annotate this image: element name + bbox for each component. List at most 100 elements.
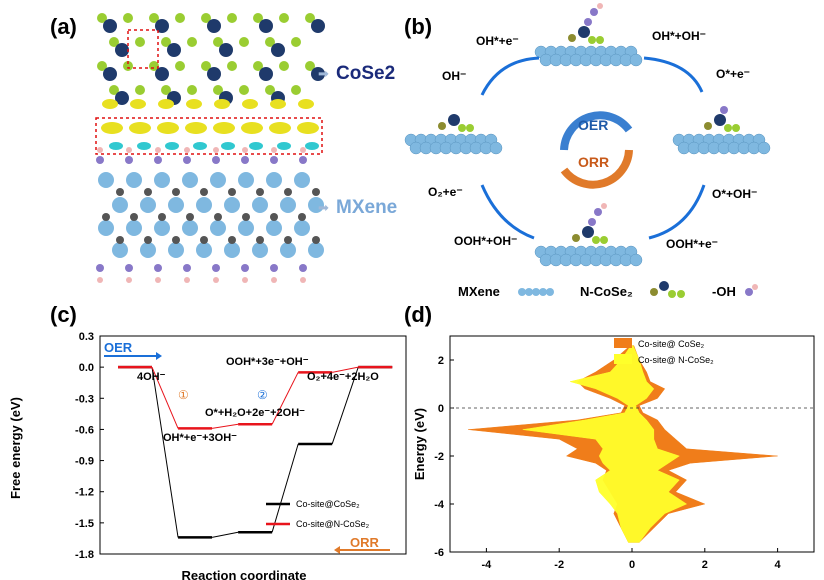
isosurface-yellow: [213, 122, 235, 134]
se-atom: [175, 13, 185, 23]
c-state1: OH*+e⁻+3OH⁻: [163, 432, 237, 444]
c-connector-0-0: [151, 367, 179, 538]
co-atom: [582, 226, 594, 238]
se-atom: [724, 124, 732, 132]
ti-atom: [280, 242, 296, 258]
n-atom: [212, 264, 220, 272]
se-atom: [227, 13, 237, 23]
c-ytick-label: -1.2: [75, 487, 94, 499]
se-atom: [704, 122, 712, 130]
slab-atom: [629, 253, 643, 267]
d-xtick-label: 4: [775, 559, 782, 571]
se-atom: [596, 36, 604, 44]
isosurface-yellow: [186, 99, 202, 109]
isosurface-cyan: [305, 142, 319, 150]
h-atom: [213, 277, 219, 283]
c-connector-0-2: [271, 443, 299, 533]
arc-bottom-left: [480, 184, 535, 240]
se-atom: [161, 37, 171, 47]
se-atom: [291, 85, 301, 95]
n-atom: [154, 156, 162, 164]
c-state2: O*+H₂O+2e⁻+2OH⁻: [205, 407, 305, 419]
isosurface-yellow: [102, 99, 118, 109]
isosurface-yellow: [129, 122, 151, 134]
c-ytick-label: 0.0: [79, 362, 94, 374]
se-atom: [305, 61, 315, 71]
c-ylabel: Free energy (eV): [8, 397, 23, 499]
isosurface-yellow: [101, 122, 123, 134]
n-atom: [125, 264, 133, 272]
c-atom: [270, 213, 278, 221]
co-atom: [714, 114, 726, 126]
c-state4: O₂+4e⁻+2H₂O: [307, 371, 379, 383]
c-atom: [186, 213, 194, 221]
d-area-1: [522, 345, 688, 543]
se-atom: [239, 37, 249, 47]
c-ytick-label: -0.6: [75, 424, 94, 436]
isosurface-yellow: [242, 99, 258, 109]
ti-atom: [168, 242, 184, 258]
isosurface-cyan: [277, 142, 291, 150]
orr-arrow: [560, 149, 633, 189]
co-atom: [155, 67, 169, 81]
co-atom: [311, 67, 325, 81]
se-atom: [135, 85, 145, 95]
ti-atom: [266, 172, 282, 188]
c-atom: [214, 213, 222, 221]
c-ytick-label: 0.3: [79, 331, 94, 343]
c-orr-label: ORR: [350, 535, 380, 550]
isosurface-yellow: [297, 122, 319, 134]
h-atom: [601, 203, 607, 209]
rxn-bottom-left-a: O₂+e⁻: [428, 185, 463, 199]
ti-atom: [210, 220, 226, 236]
h-atom: [300, 277, 306, 283]
h-atom: [97, 277, 103, 283]
o-atom: [588, 218, 596, 226]
ti-atom: [140, 197, 156, 213]
h-atom: [155, 277, 161, 283]
c-atom: [312, 236, 320, 244]
o-atom: [594, 208, 602, 216]
rxn-top-left: OH*+e⁻: [476, 34, 519, 48]
h-atom: [126, 147, 132, 153]
se-atom: [568, 34, 576, 42]
se-atom: [109, 37, 119, 47]
isosurface-yellow: [269, 122, 291, 134]
panel-b-label: (b): [404, 14, 433, 39]
se-atom: [123, 61, 133, 71]
isosurface-yellow: [241, 122, 263, 134]
h-atom: [126, 277, 132, 283]
se-atom: [213, 37, 223, 47]
d-ytick-label: -6: [434, 547, 444, 559]
n-atom: [299, 264, 307, 272]
se-atom: [466, 124, 474, 132]
isosurface-cyan: [249, 142, 263, 150]
se-atom: [265, 85, 275, 95]
h-atom: [271, 277, 277, 283]
co-atom: [207, 19, 221, 33]
h-atom: [184, 277, 190, 283]
c-atom: [228, 188, 236, 196]
ti-atom: [294, 172, 310, 188]
co-atom: [103, 19, 117, 33]
c-atom: [144, 188, 152, 196]
d-xtick-label: -4: [482, 559, 493, 571]
c-connector-1-0: [151, 366, 179, 429]
d-xtick-label: 2: [702, 559, 708, 571]
n-atom: [241, 156, 249, 164]
co-atom: [115, 43, 129, 57]
n-atom: [241, 264, 249, 272]
legend-oh: -OH: [712, 284, 736, 299]
c-xlabel: Reaction coordinate: [182, 568, 307, 580]
c-atom: [172, 236, 180, 244]
d-legend-swatch-1: [614, 354, 632, 364]
se-atom: [161, 85, 171, 95]
d-legend-swatch-0: [614, 338, 632, 348]
n-atom: [270, 156, 278, 164]
ti-atom: [252, 197, 268, 213]
se-atom: [187, 85, 197, 95]
se-atom: [227, 61, 237, 71]
o-atom: [590, 8, 598, 16]
h-atom: [242, 277, 248, 283]
